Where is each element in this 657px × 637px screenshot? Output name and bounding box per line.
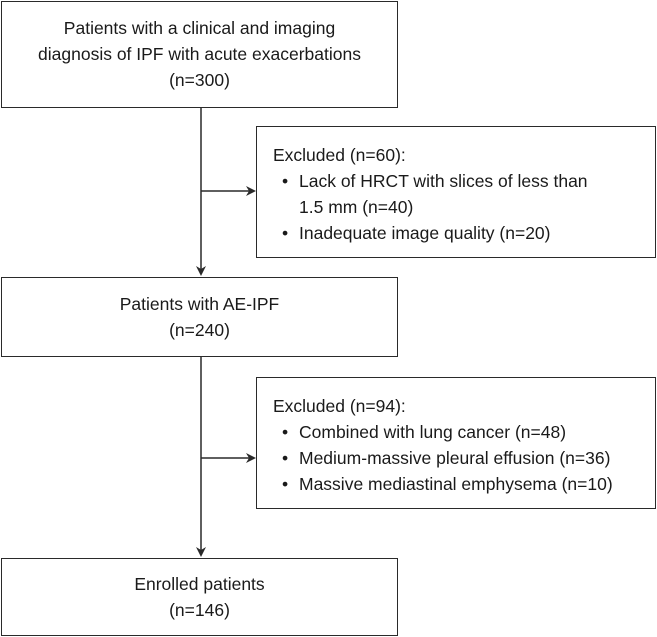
exclusion-1-item-text: Inadequate image quality (n=20) <box>299 223 551 243</box>
exclusion-1-item: • Inadequate image quality (n=20) <box>273 220 655 246</box>
exclusion-1-item-text: Lack of HRCT with slices of less than <box>299 171 588 191</box>
bullet-icon: • <box>282 422 289 442</box>
exclusion-2-item: • Massive mediastinal emphysema (n=10) <box>273 471 655 497</box>
exclusion-1-item: • Lack of HRCT with slices of less than … <box>273 168 655 220</box>
ae-ipf-patients-box: Patients with AE-IPF (n=240) <box>1 277 398 357</box>
exclusion-1-heading: Excluded (n=60): <box>273 145 406 165</box>
enrolled-count: (n=146) <box>169 600 230 620</box>
screened-line-2: diagnosis of IPF with acute exacerbation… <box>38 44 361 64</box>
exclusion-2-item-text: Massive mediastinal emphysema (n=10) <box>299 474 613 494</box>
bullet-icon: • <box>282 223 289 243</box>
exclusion-box-2: Excluded (n=94): • Combined with lung ca… <box>256 377 656 509</box>
bullet-icon: • <box>282 171 289 191</box>
screened-patients-box: Patients with a clinical and imaging dia… <box>1 1 398 108</box>
bullet-icon: • <box>282 474 289 494</box>
exclusion-2-item: • Medium-massive pleural effusion (n=36) <box>273 445 655 471</box>
exclusion-2-item-text: Combined with lung cancer (n=48) <box>299 422 567 442</box>
exclusion-2-list: • Combined with lung cancer (n=48) • Med… <box>273 419 655 497</box>
enrolled-patients-box: Enrolled patients (n=146) <box>1 558 398 636</box>
enrolled-label: Enrolled patients <box>134 574 265 594</box>
exclusion-2-item-text: Medium-massive pleural effusion (n=36) <box>299 448 611 468</box>
exclusion-1-list: • Lack of HRCT with slices of less than … <box>273 168 655 246</box>
screened-count: (n=300) <box>169 70 230 90</box>
ae-ipf-count: (n=240) <box>169 320 230 340</box>
exclusion-1-item-continuation: 1.5 mm (n=40) <box>299 197 414 217</box>
exclusion-2-item: • Combined with lung cancer (n=48) <box>273 419 655 445</box>
screened-line-1: Patients with a clinical and imaging <box>63 18 336 38</box>
bullet-icon: • <box>282 448 289 468</box>
exclusion-2-heading: Excluded (n=94): <box>273 396 406 416</box>
exclusion-box-1: Excluded (n=60): • Lack of HRCT with sli… <box>256 126 656 258</box>
ae-ipf-label: Patients with AE-IPF <box>119 294 280 314</box>
